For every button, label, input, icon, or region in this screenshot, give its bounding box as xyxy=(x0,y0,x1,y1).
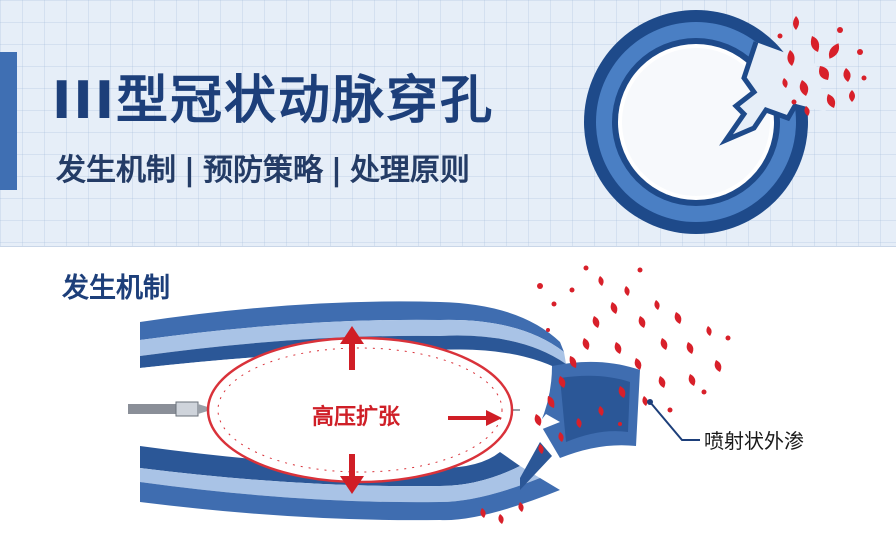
perforation-mechanism-diagram: 高压扩张 xyxy=(128,265,804,524)
arrow-down-head xyxy=(340,476,364,494)
ruptured-vessel-icon xyxy=(584,10,867,234)
subtitle-mechanism: 发生机制 xyxy=(56,153,176,188)
arrow-up-head xyxy=(340,326,364,344)
leader-line xyxy=(649,401,700,441)
arrow-right-head xyxy=(486,410,502,426)
leak-label: 喷射状外渗 xyxy=(704,429,804,453)
blood-splatter xyxy=(777,16,867,116)
subtitle-prevention: 预防策略 xyxy=(202,153,323,188)
balloon-label: 高压扩张 xyxy=(312,404,401,430)
blood-jet-spray xyxy=(480,265,731,524)
header-accent-bar xyxy=(0,52,17,190)
subtitle-separator: | xyxy=(330,153,342,188)
section-title-mechanism: 发生机制 xyxy=(62,273,170,304)
subtitle-management: 处理原则 xyxy=(349,153,470,188)
subtitle-separator: | xyxy=(184,153,195,188)
page-title: III型冠状动脉穿孔 xyxy=(52,71,495,131)
page-subtitle: 发生机制|预防策略|处理原则 xyxy=(56,145,470,189)
